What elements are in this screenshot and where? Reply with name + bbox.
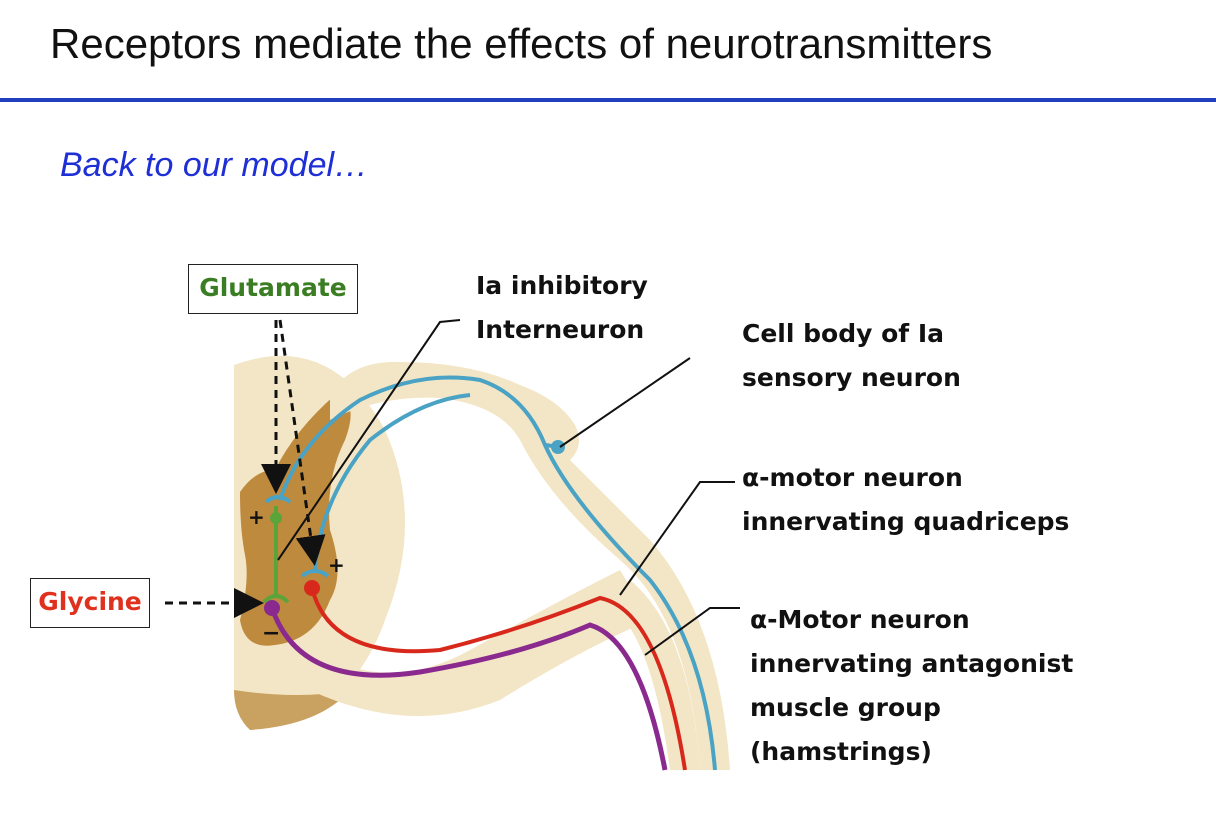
slide-title: Receptors mediate the effects of neurotr… — [50, 20, 993, 67]
sensory-neuron-label: Cell body of Ia sensory neuron — [742, 319, 961, 392]
minus-sign: − — [262, 621, 280, 646]
motor-neuron-antagonist — [269, 607, 668, 771]
motor-antagonist-label: α-Motor neuron innervating antagonist mu… — [750, 605, 1074, 766]
sensory-neuron-axon — [278, 375, 717, 771]
plus-sign-left: + — [248, 505, 265, 529]
sensory-terminal-2 — [300, 569, 330, 578]
slide-subtitle: Back to our model… — [60, 146, 369, 184]
motor-quad-leader — [619, 481, 735, 596]
sensory-branch — [313, 393, 471, 571]
glutamate-arrow-2 — [278, 319, 326, 566]
ventral-root — [290, 570, 650, 716]
interneuron-leader — [277, 319, 461, 561]
interneuron-label: Ia inhibitory Interneuron — [476, 271, 648, 344]
nerve-trunk — [520, 440, 730, 770]
motor-quad-soma — [304, 580, 320, 596]
sensory-cell-body — [551, 440, 565, 454]
sensory-leader — [559, 357, 691, 448]
motor-quadriceps-label: α-motor neuron innervating quadriceps — [742, 463, 1070, 536]
motor-antag-leader — [644, 607, 740, 656]
title-divider — [0, 98, 1216, 102]
motor-neuron-quadriceps — [310, 587, 687, 771]
interneuron-terminal — [262, 594, 290, 604]
interneuron-soma — [270, 512, 282, 524]
spinal-cord-shadow — [234, 690, 350, 730]
glycine-box: Glycine — [30, 578, 150, 628]
sensory-terminal-1 — [264, 495, 292, 504]
glutamate-box: Glutamate — [188, 264, 358, 314]
motor-antag-soma — [264, 600, 280, 616]
grey-matter — [240, 395, 351, 646]
plus-sign-right: + — [328, 553, 345, 577]
